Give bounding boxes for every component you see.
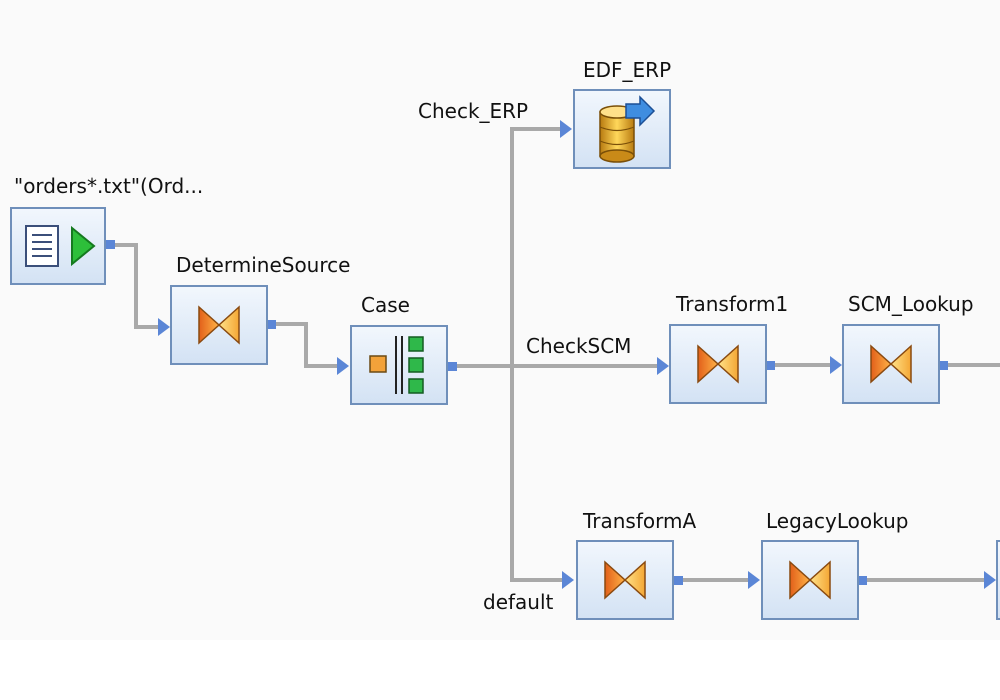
node-edf-erp[interactable]: EDF_ERP [573,58,671,169]
output-port[interactable] [766,361,775,370]
node-case[interactable]: Case [350,293,448,405]
arrowhead [158,318,170,336]
edge-label-check-erp: Check_ERP [418,99,528,123]
node-scm-lookup[interactable]: SCM_Lookup [842,292,974,404]
edge-determine-to-case[interactable] [272,322,342,368]
node-offscreen-partial[interactable] [996,540,1000,620]
arrowhead [562,571,574,589]
file-source-icon [25,225,96,267]
output-port[interactable] [939,361,948,370]
case-icon [369,336,424,394]
output-port[interactable] [448,362,457,371]
output-port[interactable] [858,576,867,585]
edge-label-default: default [483,590,554,614]
node-orders-source[interactable]: "orders*.txt"(Ord... [10,174,203,285]
arrowhead [984,571,996,589]
dataflow-canvas[interactable] [0,0,1000,640]
output-port[interactable] [674,576,683,585]
arrowhead [748,571,760,589]
node-label: SCM_Lookup [848,292,974,316]
node-label: DetermineSource [176,253,350,277]
node-label: Transform1 [675,292,788,316]
canvas-bottom-margin [0,640,1000,700]
ports [106,240,948,585]
node-label: Case [361,293,410,317]
arrowheads [158,120,996,589]
arrowhead [560,120,572,138]
arrowhead [657,357,669,375]
node-transform1[interactable]: Transform1 [669,292,788,404]
node-label: "orders*.txt"(Ord... [14,174,203,198]
output-port[interactable] [106,240,115,249]
node-label: LegacyLookup [766,509,908,533]
edge-case-to-transformA[interactable] [510,366,566,582]
node-determine-source[interactable]: DetermineSource [170,253,350,365]
arrowhead [337,357,349,375]
edge-case-to-edf-erp[interactable] [510,127,564,366]
database-target-icon [599,95,656,163]
node-box[interactable] [350,325,448,405]
node-transformA[interactable]: TransformA [576,509,696,620]
edge-label-check-scm: CheckSCM [526,334,631,358]
node-legacy-lookup[interactable]: LegacyLookup [761,509,908,620]
output-port[interactable] [267,320,276,329]
arrowhead [830,356,842,374]
edge-source-to-determine[interactable] [114,243,164,329]
node-label: EDF_ERP [583,58,671,82]
node-label: TransformA [582,509,696,533]
connectors [114,127,1000,582]
